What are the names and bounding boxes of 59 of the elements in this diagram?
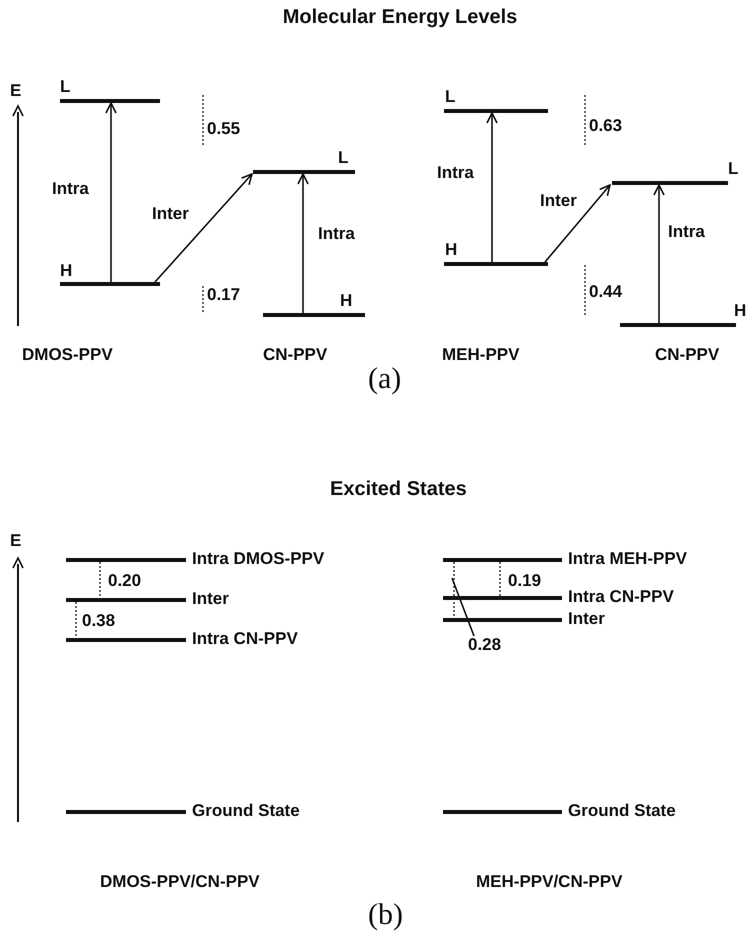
level-label: Ground State <box>192 802 300 821</box>
axis-label: E <box>10 82 22 101</box>
energy-level-bar <box>443 596 562 600</box>
value-label: 0.17 <box>207 286 240 305</box>
level-label: H <box>445 241 458 260</box>
energy-level-bar <box>444 109 548 113</box>
energy-level-bar <box>253 170 355 174</box>
arrow <box>544 184 611 263</box>
level-label: H <box>340 292 352 311</box>
level-label: Intra CN-PPV <box>192 630 298 649</box>
energy-level-bar <box>263 313 365 317</box>
energy-level-bar <box>66 638 186 642</box>
level-label: Inter <box>568 610 605 629</box>
axis-label: E <box>10 532 22 551</box>
title: Molecular Energy Levels <box>282 6 518 28</box>
value-label: 0.63 <box>589 117 622 136</box>
level-label: Inter <box>192 590 229 609</box>
energy-level-bar <box>444 262 548 266</box>
energy-level-bar <box>66 598 186 602</box>
energy-level-bar <box>443 558 562 562</box>
energy-level-bar <box>60 282 160 286</box>
value-label: 0.44 <box>589 283 622 302</box>
value-label: 0.28 <box>468 636 502 655</box>
arrow <box>653 184 665 323</box>
level-label: Intra CN-PPV <box>568 588 674 607</box>
level-label: Intra MEH-PPV <box>568 550 688 569</box>
energy-level-bar <box>66 810 186 814</box>
level-label: Intra DMOS-PPV <box>192 550 324 569</box>
value-label: 0.38 <box>82 612 116 631</box>
level-label: H <box>734 302 746 321</box>
leader-line <box>451 578 475 636</box>
panel-label: (a) <box>368 362 402 395</box>
level-label: Ground State <box>568 802 676 821</box>
arrow <box>154 173 253 283</box>
energy-level-bar <box>612 181 728 185</box>
material-label: CN-PPV <box>263 346 328 365</box>
energy-level-bar <box>620 323 736 327</box>
energy-level-bar <box>60 99 160 103</box>
energy-level-bar <box>443 810 562 814</box>
value-label: 0.20 <box>108 572 142 591</box>
arrow <box>105 102 117 282</box>
arrow <box>486 112 498 262</box>
material-label: DMOS-PPV <box>22 346 113 365</box>
value-label: 0.55 <box>207 120 240 139</box>
material-label: DMOS-PPV/CN-PPV <box>100 873 260 892</box>
section-title: Excited States <box>330 478 467 500</box>
level-label: L <box>445 88 456 107</box>
level-label: H <box>60 262 72 281</box>
level-label: L <box>60 78 70 97</box>
level-label: L <box>338 149 348 168</box>
material-label: CN-PPV <box>655 346 720 365</box>
arrow <box>297 173 309 313</box>
panel-label: (b) <box>368 898 403 931</box>
level-label: L <box>728 160 738 179</box>
energy-level-bar <box>66 558 186 562</box>
material-label: MEH-PPV <box>442 346 520 365</box>
value-label: 0.19 <box>508 572 542 591</box>
material-label: MEH-PPV/CN-PPV <box>476 873 622 892</box>
energy-level-bar <box>443 618 562 622</box>
